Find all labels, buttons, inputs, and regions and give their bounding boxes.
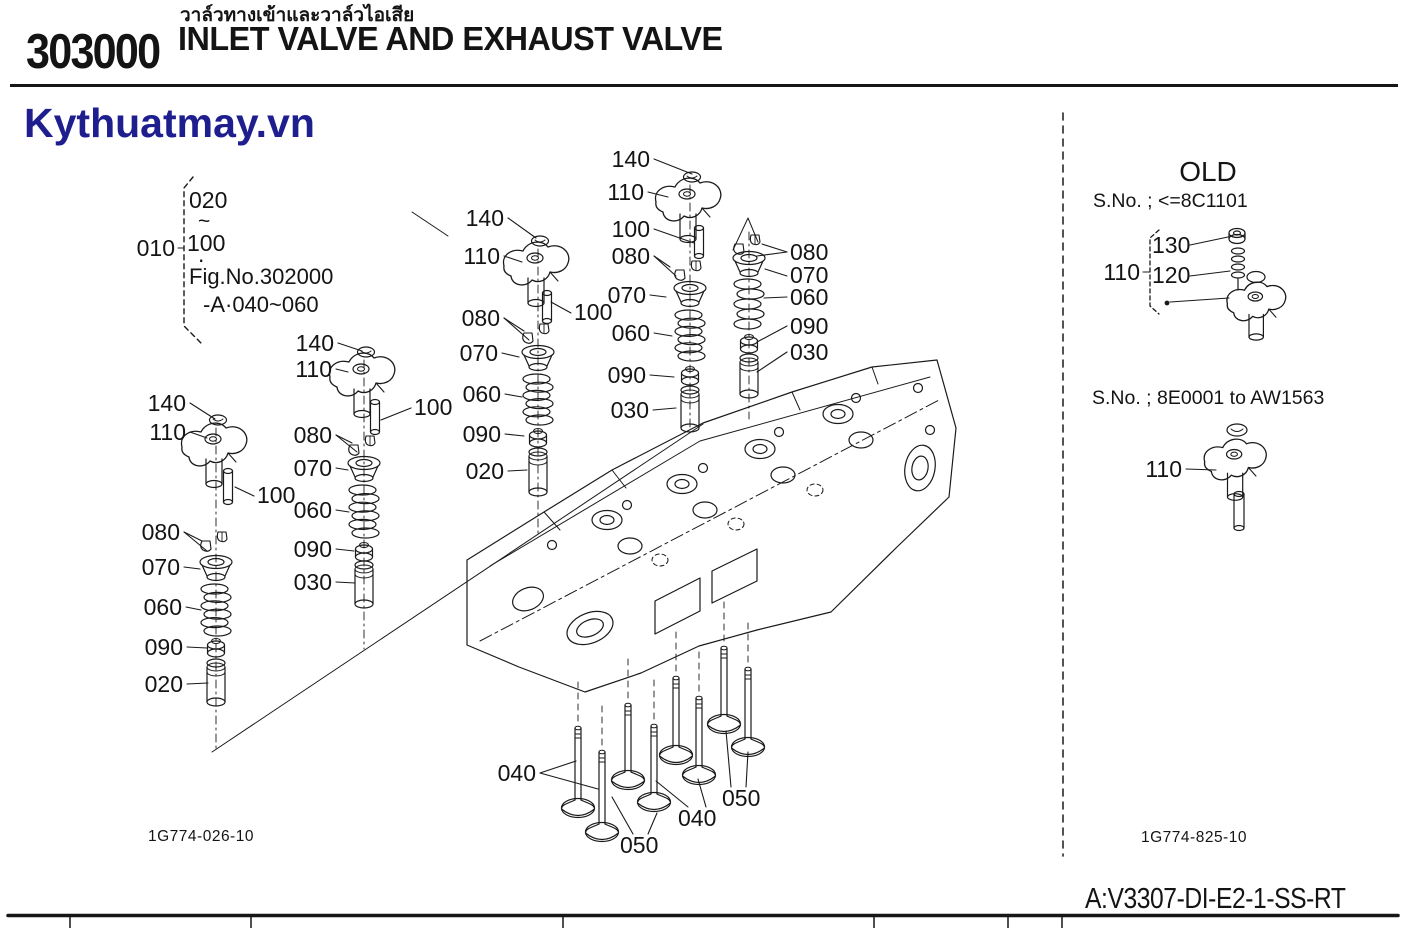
part-callout-010: 010 [137,235,175,261]
part-callout-090: 090 [294,536,332,562]
watermark: Kythuatmay.vn [24,100,315,146]
part-callout-110: 110 [295,356,332,382]
drawing-number-left: 1G774-026-10 [148,828,254,845]
part-callout-040: 040 [678,805,716,831]
part-callout-110: 110 [149,419,186,445]
part-callout-020: 020 [466,458,504,484]
valve-stack-3 [502,235,570,534]
part-callout-050: 050 [620,832,658,858]
part-callout-140: 140 [296,330,334,356]
valve-stack-4 [654,171,722,433]
old-panel-serial-note: S.No. ; <=8C1101 [1093,190,1248,212]
projection-lines [211,211,759,753]
part-callout-100: 100 [574,299,612,325]
page-title: INLET VALVE AND EXHAUST VALVE [178,20,723,57]
part-callout-070: 070 [608,282,646,308]
part-callout-090: 090 [790,313,828,339]
new-rocker-arm-drawing [1203,423,1267,532]
part-callout-080: 080 [462,305,500,331]
part-callout-100: 100 [612,216,650,242]
section-code: 303000 [26,25,161,79]
part-callout-090: 090 [608,362,646,388]
old-panel-title: OLD [1179,156,1237,187]
part-callout-060: 060 [612,320,650,346]
part-callout-110: 110 [607,179,644,205]
part-callout-100: 100 [257,482,295,508]
new-panel-serial-note: S.No. ; 8E0001 to AW1563 [1092,387,1324,409]
new-callout-110: 110 [1145,456,1182,482]
part-callout-080: 080 [790,239,828,265]
old-callout-120: 120 [1152,262,1190,288]
part-callout-140: 140 [612,146,650,172]
fig-ref-number: Fig.No.302000 [189,264,333,289]
old-rocker-arm-drawing [1226,270,1287,341]
header-rule [10,84,1398,87]
footer-table-ruling [6,913,1400,928]
fig-ref-dot: . [198,241,204,267]
part-callout-070: 070 [790,262,828,288]
old-callout-130: 130 [1152,232,1190,258]
part-callout-090: 090 [145,634,183,660]
part-callout-140: 140 [466,205,504,231]
part-callout-060: 060 [463,381,501,407]
part-callout-070: 070 [294,455,332,481]
part-callout-080: 080 [612,243,650,269]
valve-stack-1 [180,414,248,751]
part-callout-030: 030 [790,339,828,365]
part-callout-030: 030 [611,397,649,423]
valve-stack-2 [328,346,396,650]
old-adjust-nut-spring-drawing [1228,227,1246,291]
part-callout-100: 100 [414,394,452,420]
part-callout-080: 080 [294,422,332,448]
part-callout-110: 110 [463,243,500,269]
cylinder-head-drawing [466,359,957,693]
fig-reference-brace [183,176,202,344]
part-callout-020: 020 [145,671,183,697]
page-model-code: A:V3307-DI-E2-1-SS-RT [1085,883,1346,915]
fig-ref-item-020: 020 [189,187,227,213]
fig-ref-range: -A·040~060 [203,292,319,317]
part-callout-060: 060 [144,594,182,620]
part-callout-050: 050 [722,785,760,811]
part-callout-070: 070 [142,554,180,580]
title-thai: วาล์วทางเข้าและวาล์วไอเสีย [180,5,415,26]
part-callout-090: 090 [463,421,501,447]
part-callout-060: 060 [294,497,332,523]
valve-stack-5 [732,231,766,420]
part-callout-030: 030 [294,569,332,595]
drawing-number-right: 1G774-825-10 [1141,829,1247,846]
part-callout-140: 140 [148,390,186,416]
fig-ref-item-100: 100 [187,230,225,256]
fig-ref-tilde: ~ [198,210,210,233]
part-callout-080: 080 [142,519,180,545]
old-callout-110: 110 [1103,259,1140,285]
part-callout-060: 060 [790,284,828,310]
part-callout-040: 040 [498,760,536,786]
part-callout-070: 070 [460,340,498,366]
